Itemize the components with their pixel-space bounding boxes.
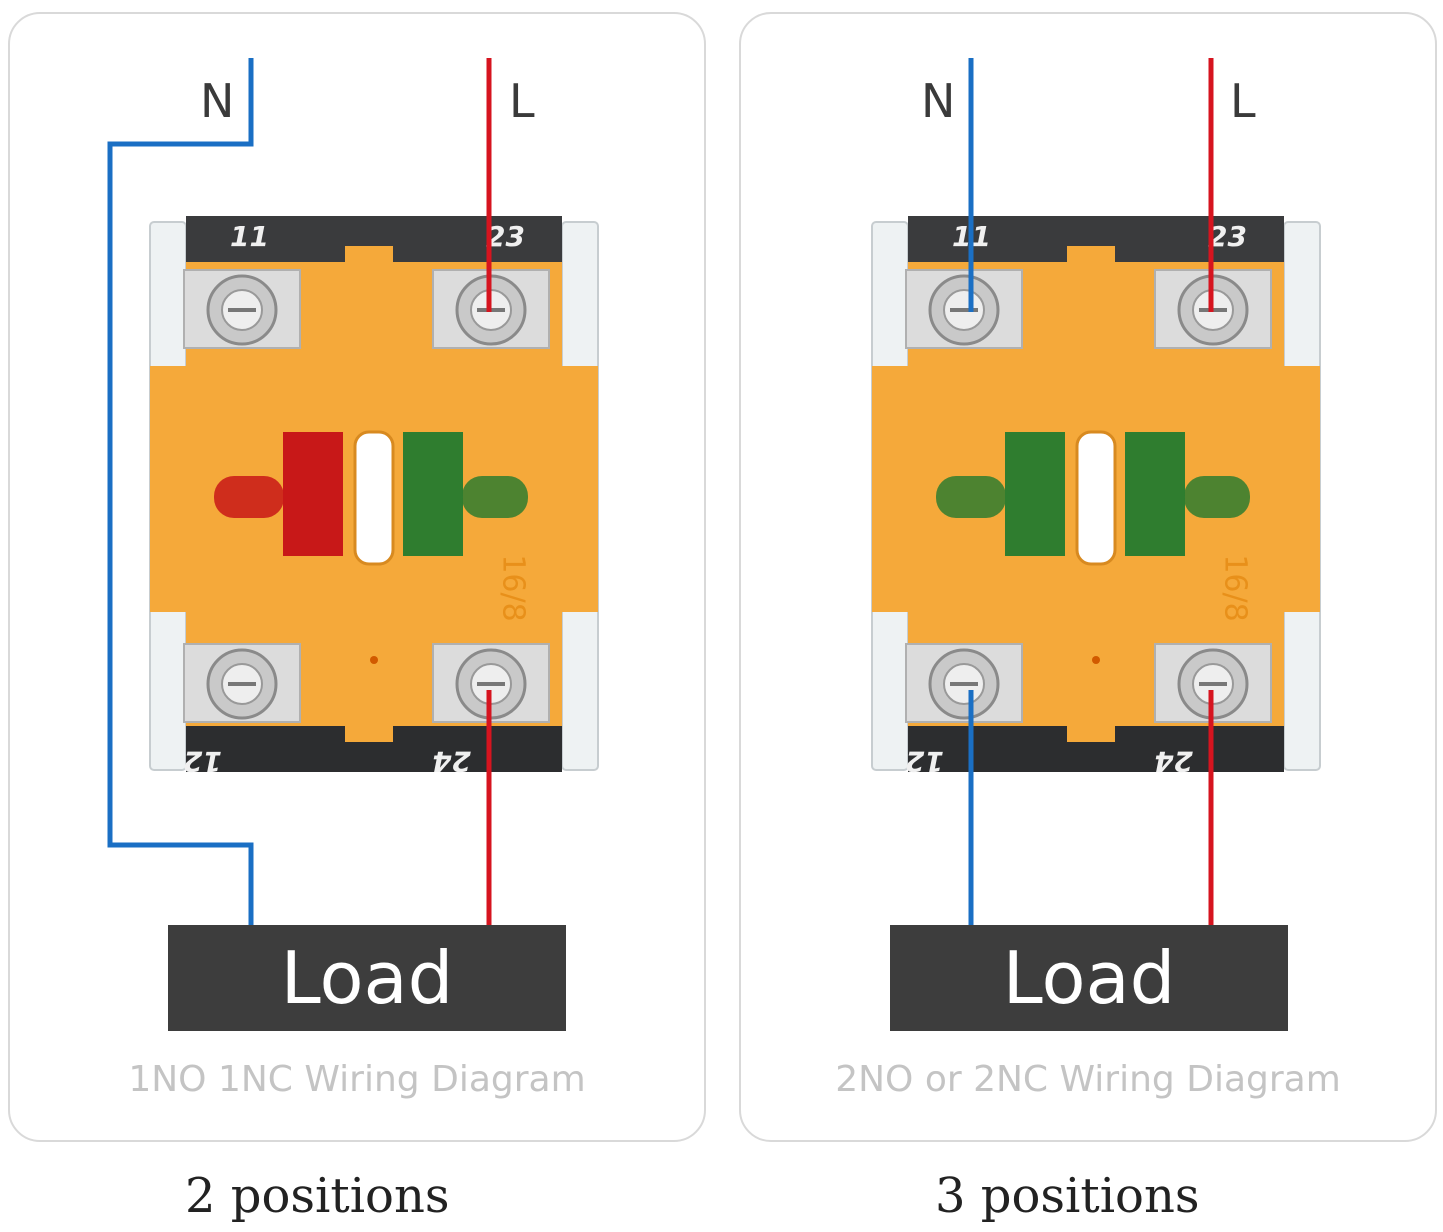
terminal-number: 24 [432,745,471,778]
terminal-number: 11 [230,220,269,253]
live-label: L [509,74,535,128]
body-tab-top [345,246,393,272]
contact-right [403,432,463,556]
plunger-left [936,476,1006,518]
live-label: L [1230,74,1256,128]
neutral-label: N [200,74,235,128]
window-slot [353,430,395,566]
diagram-caption: 1NO 1NC Wiring Diagram [128,1059,586,1100]
positions-label: 2 positions [185,1168,450,1224]
terminal-number: 24 [1154,745,1193,778]
model-text: 16/8 [1218,554,1253,621]
neutral-wire [107,58,254,925]
load-box: Load [890,925,1288,1031]
neutral-label: N [921,74,956,128]
terminal-number: 12 [183,745,222,778]
positions-label: 3 positions [935,1168,1200,1224]
terminal-number: 12 [905,745,944,778]
body-dot [1092,656,1100,664]
body-dot [370,656,378,664]
terminal-number: 23 [486,220,525,253]
diagram-caption: 2NO or 2NC Wiring Diagram [835,1059,1341,1100]
body-tab-top [1067,246,1115,272]
load-box: Load [168,925,566,1031]
contact-right [1125,432,1185,556]
window-slot [1075,430,1117,566]
plunger-left [214,476,284,518]
body-tab-bottom [345,712,393,742]
body-tab-bottom [1067,712,1115,742]
terminal-number: 23 [1208,220,1247,253]
contact-left [283,432,343,556]
contact-block: 11 23 12 24 16/8 [149,216,599,778]
plunger-right [462,476,528,518]
model-text: 16/8 [496,554,531,621]
plunger-right [1184,476,1250,518]
contact-left [1005,432,1065,556]
